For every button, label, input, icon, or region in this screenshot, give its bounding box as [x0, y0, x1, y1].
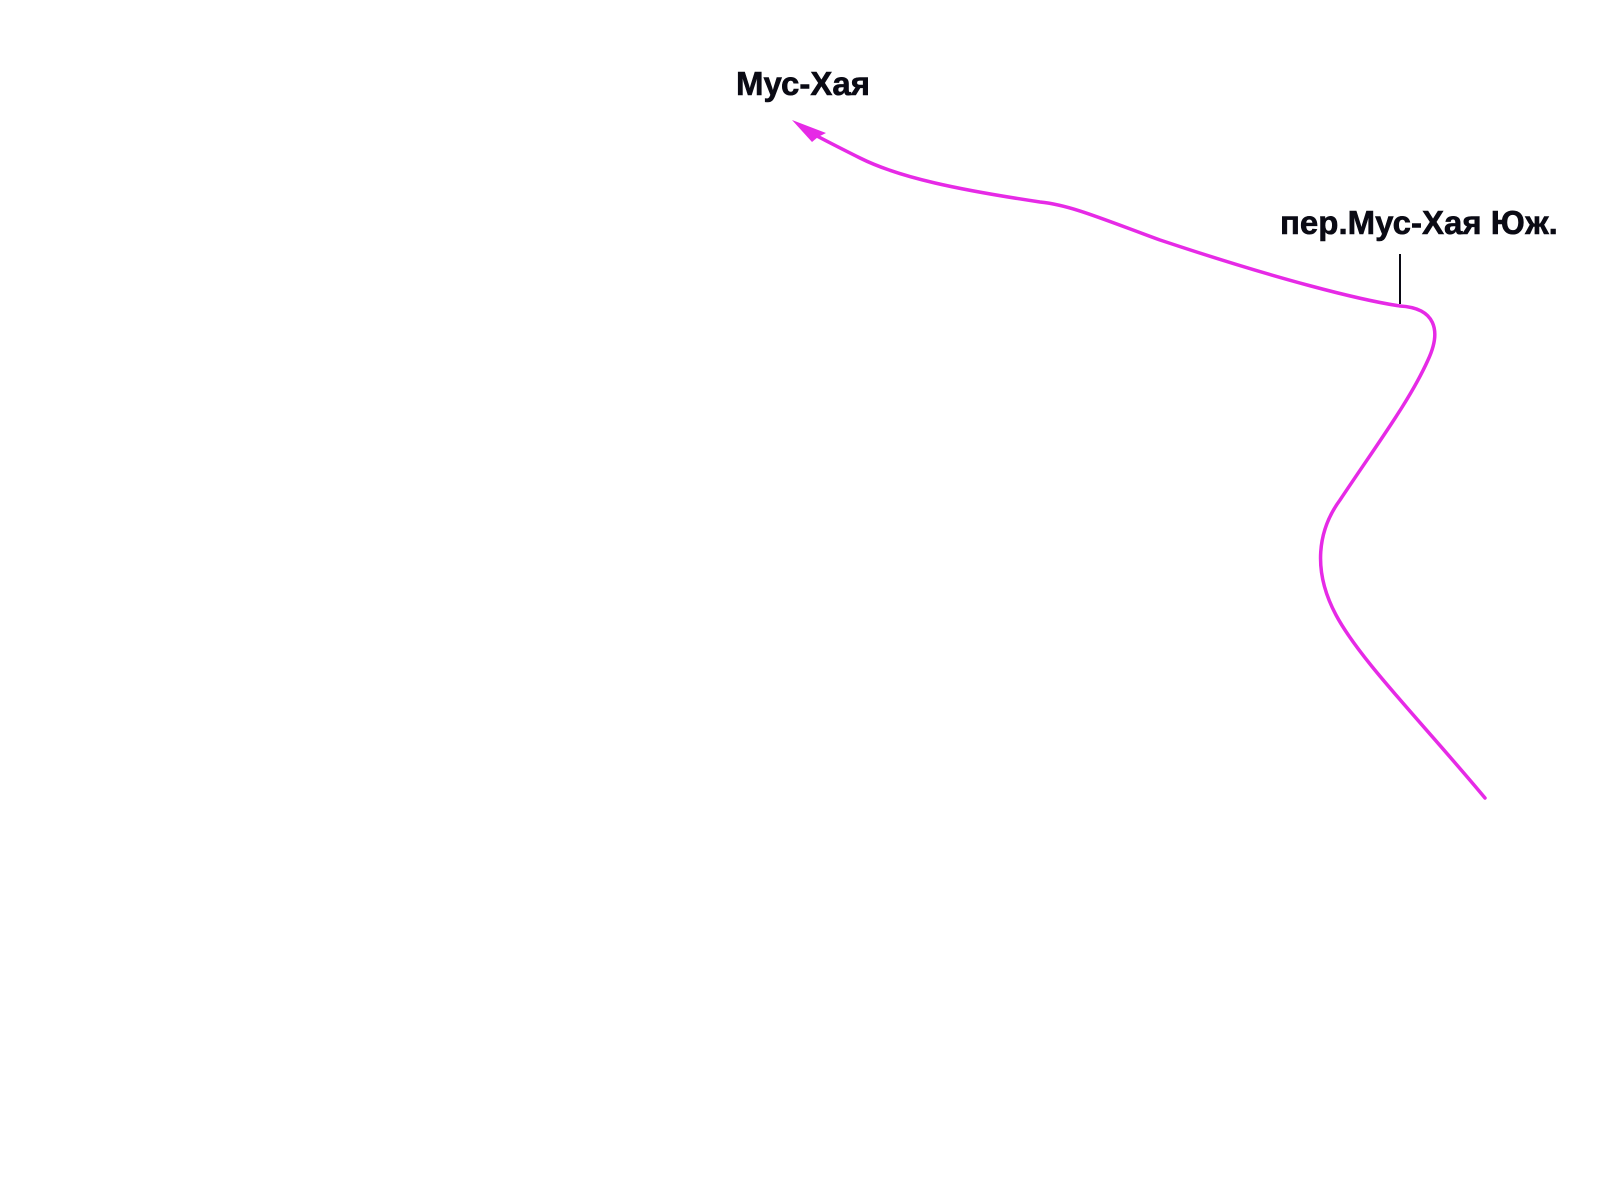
route-path — [804, 128, 1487, 800]
pass-label: пер.Мус-Хая Юж. — [1280, 204, 1558, 241]
arrowhead-icon — [792, 120, 826, 142]
destination-label: Мус-Хая — [736, 65, 870, 102]
